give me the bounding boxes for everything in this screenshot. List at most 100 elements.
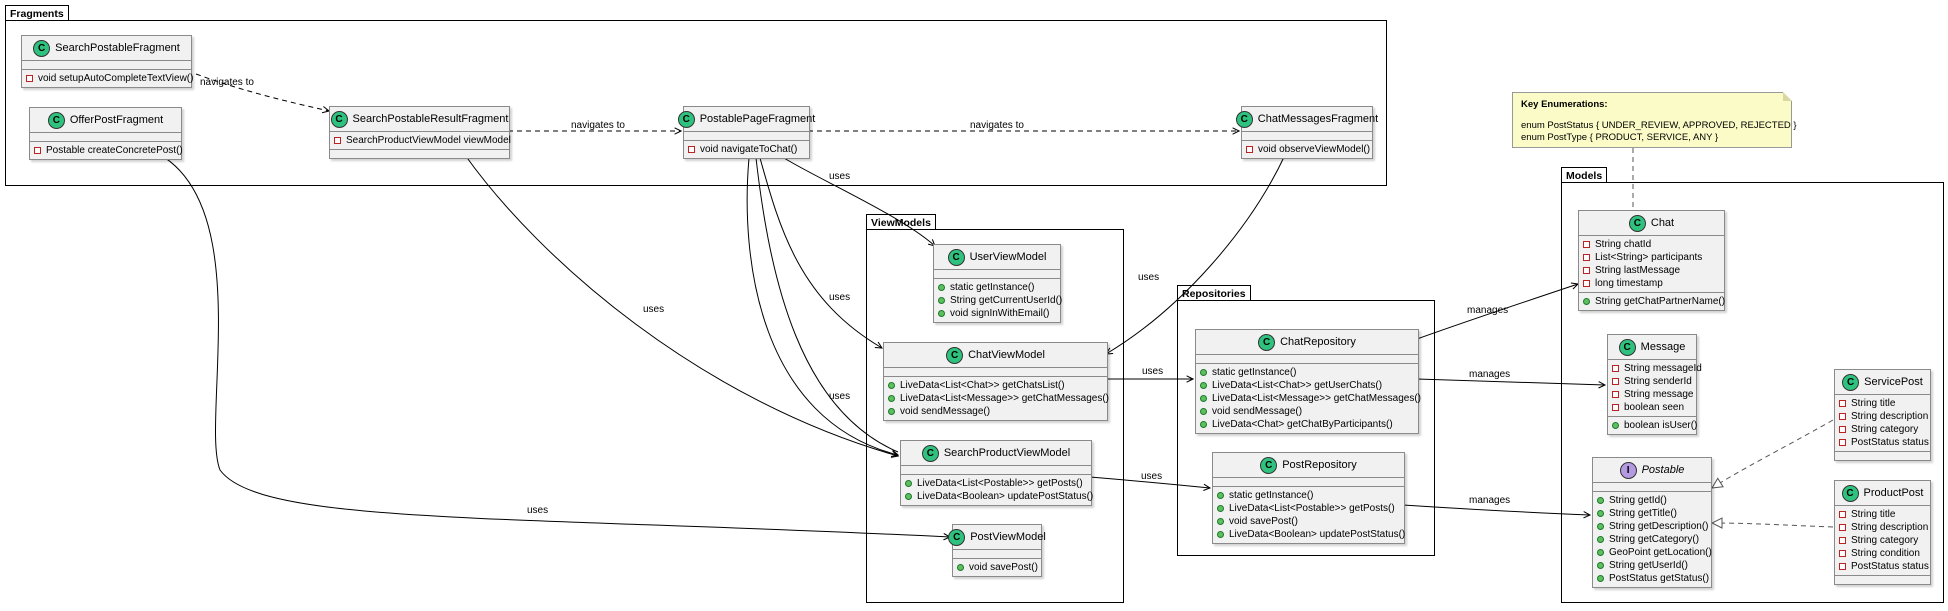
field-text: String senderId	[1624, 376, 1692, 387]
public-visibility-icon	[938, 297, 945, 304]
interface-icon: I	[1619, 461, 1637, 479]
public-visibility-icon	[888, 382, 895, 389]
class-icon: C	[47, 111, 65, 129]
edge-label-uses-chatviewmodel: uses	[829, 292, 851, 303]
edge-label-uses-chatrepo: uses	[1142, 366, 1164, 377]
method-row: String getUserId()	[1593, 559, 1711, 572]
public-visibility-icon	[1217, 518, 1224, 525]
method-text: String getCurrentUserId()	[950, 295, 1063, 306]
class-post-view-model-name: PostViewModel	[970, 531, 1046, 543]
method-row: PostStatus getStatus()	[1593, 572, 1711, 585]
edge-postable-page-to-searchviewmodel	[746, 157, 898, 455]
private-visibility-icon	[1612, 404, 1619, 411]
public-visibility-icon	[905, 493, 912, 500]
field-row: PostStatus status	[1835, 436, 1930, 449]
private-visibility-icon	[1839, 439, 1846, 446]
class-search-product-view-model-fields	[901, 466, 1091, 475]
interface-postable-methods: String getId()String getTitle()String ge…	[1593, 492, 1712, 587]
class-icon: C	[946, 346, 964, 364]
private-visibility-icon	[1839, 413, 1846, 420]
method-row: void savePost()	[1213, 515, 1404, 528]
edge-label-uses-offer: uses	[527, 505, 549, 516]
method-row: void setupAutoCompleteTextView()	[22, 72, 194, 85]
private-visibility-icon	[1839, 511, 1846, 518]
class-user-view-model-name: UserViewModel	[969, 251, 1047, 263]
private-visibility-icon	[334, 137, 341, 144]
field-text: PostStatus status	[1851, 561, 1929, 572]
public-visibility-icon	[938, 284, 945, 291]
public-visibility-icon	[1597, 562, 1604, 569]
method-text: LiveData<List<Postable>> getPosts()	[1229, 503, 1395, 514]
enumerations-note: Key Enumerations: enum PostStatus { UNDE…	[1512, 92, 1797, 148]
method-text: static getInstance()	[1229, 490, 1314, 501]
field-row: String condition	[1835, 547, 1930, 560]
public-visibility-icon	[1200, 382, 1207, 389]
class-icon: C	[677, 110, 695, 128]
edge-postable-page-to-chatviewmodel	[759, 157, 882, 348]
method-row: String getCurrentUserId()	[934, 294, 1063, 307]
class-post-view-model-header: C PostViewModel	[948, 525, 1046, 550]
private-visibility-icon	[688, 146, 695, 153]
note-line-poststatus: enum PostStatus { UNDER_REVIEW, APPROVED…	[1521, 120, 1797, 131]
field-text: String description	[1851, 411, 1929, 422]
field-text: String description	[1851, 522, 1929, 533]
edge-postrepo-to-postable	[1402, 504, 1590, 515]
edge-chatmessages-to-chatviewmodel	[1106, 154, 1286, 354]
class-icon: C	[1258, 333, 1276, 351]
edge-label-uses-chatmessages: uses	[1138, 272, 1160, 283]
private-visibility-icon	[1839, 400, 1846, 407]
public-visibility-icon	[1597, 497, 1604, 504]
class-chat-messages-fragment-name: ChatMessagesFragment	[1257, 113, 1379, 125]
edge-postable-page-to-userviewmodel	[783, 157, 935, 246]
method-text: LiveData<Boolean> updatePostStatus()	[1229, 529, 1406, 540]
method-row: void signInWithEmail()	[934, 307, 1060, 320]
public-visibility-icon	[938, 310, 945, 317]
edge-chatrepo-to-message	[1416, 378, 1605, 385]
class-chat-view-model-methods: LiveData<List<Chat>> getChatsList()LiveD…	[884, 377, 1109, 420]
method-row: LiveData<List<Postable>> getPosts()	[901, 477, 1091, 490]
method-row: Postable createConcretePost()	[30, 144, 183, 157]
class-product-post-methods	[1835, 576, 1930, 584]
field-text: String title	[1851, 398, 1896, 409]
field-row: String description	[1835, 410, 1930, 423]
class-icon: C	[948, 528, 966, 546]
class-postable-page-fragment-name: PostablePageFragment	[699, 113, 816, 125]
field-row: String category	[1835, 534, 1930, 547]
class-search-postable-result-fragment-name: SearchPostableResultFragment	[352, 113, 509, 125]
package-label-viewmodels: ViewModels	[871, 217, 931, 229]
public-visibility-icon	[1583, 298, 1590, 305]
method-row: static getInstance()	[1196, 366, 1418, 379]
private-visibility-icon	[1839, 537, 1846, 544]
package-tab-repositories: Repositories	[1177, 285, 1251, 301]
public-visibility-icon	[1597, 510, 1604, 517]
public-visibility-icon	[888, 408, 895, 415]
method-text: void signInWithEmail()	[950, 308, 1050, 319]
note-fold-corner	[1783, 92, 1792, 101]
field-row: SearchProductViewModel viewModel	[330, 134, 511, 147]
field-row: PostStatus status	[1835, 560, 1930, 573]
method-row: String getId()	[1593, 494, 1711, 507]
field-text: boolean seen	[1624, 402, 1685, 413]
method-text: void setupAutoCompleteTextView()	[38, 73, 194, 84]
field-row: long timestamp	[1579, 277, 1724, 290]
method-text: String getDescription()	[1609, 521, 1709, 532]
class-message-name: Message	[1640, 341, 1686, 353]
method-text: String getChatPartnerName()	[1595, 296, 1726, 307]
public-visibility-icon	[1597, 536, 1604, 543]
method-text: Postable createConcretePost()	[46, 145, 183, 156]
method-text: PostStatus getStatus()	[1609, 573, 1710, 584]
class-post-repository-methods: static getInstance() LiveData<List<Postab…	[1213, 487, 1406, 543]
public-visibility-icon	[1200, 369, 1207, 376]
class-chat-messages-fragment-methods: void observeViewModel()	[1242, 141, 1372, 158]
method-text: LiveData<List<Postable>> getPosts()	[917, 478, 1083, 489]
class-chat-view-model-name: ChatViewModel	[968, 349, 1045, 361]
method-row: LiveData<List<Message>> getChatMessages(…	[884, 392, 1109, 405]
